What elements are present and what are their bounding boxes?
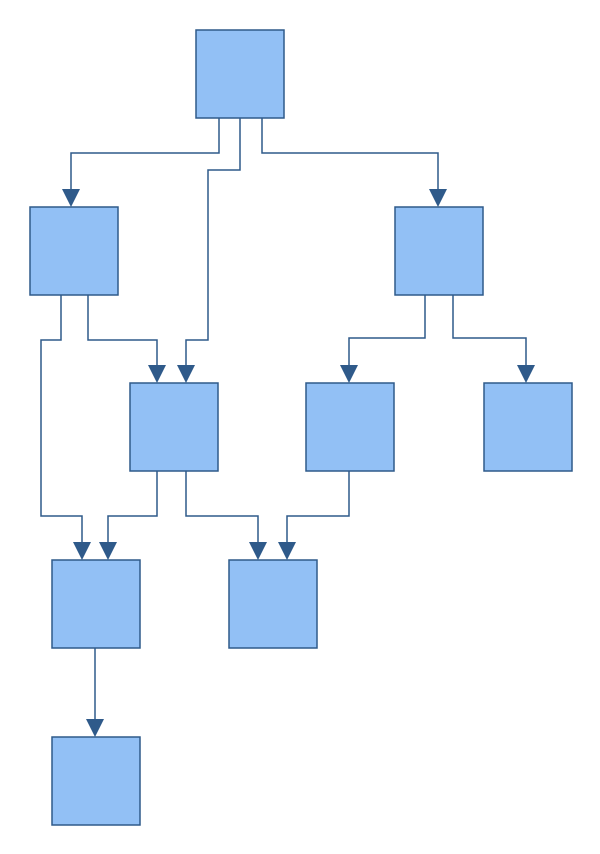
node-box-n8 xyxy=(228,559,318,649)
node-box-n6 xyxy=(483,382,573,472)
node-box-n3 xyxy=(394,206,484,296)
arrowhead-icon xyxy=(340,365,358,383)
edge-n2-n4 xyxy=(87,295,166,383)
node-box-n1 xyxy=(195,29,285,119)
arrowhead-icon xyxy=(99,542,117,560)
connector-line xyxy=(87,295,158,367)
node-box-n9 xyxy=(51,736,141,826)
edge-n7-n9 xyxy=(86,648,104,737)
connector-line xyxy=(40,295,83,544)
arrowhead-icon xyxy=(429,189,447,207)
edge-n2-n7 xyxy=(40,295,91,560)
connector-line xyxy=(70,118,220,191)
edge-n1-n2 xyxy=(62,118,220,207)
edge-n1-n3 xyxy=(261,118,447,207)
arrowhead-icon xyxy=(249,542,267,560)
arrowhead-icon xyxy=(177,365,195,383)
node-box-n5 xyxy=(305,382,395,472)
edges-layer xyxy=(40,118,535,737)
node-box-n4 xyxy=(129,382,219,472)
connector-line xyxy=(107,471,158,544)
connector-line xyxy=(452,295,527,367)
edge-n4-n8 xyxy=(185,471,267,560)
edge-n1-n4 xyxy=(177,118,241,383)
nodes-layer xyxy=(29,29,573,826)
arrowhead-icon xyxy=(73,542,91,560)
edge-n4-n7 xyxy=(99,471,158,560)
connector-line xyxy=(185,471,259,544)
connector-line xyxy=(348,295,426,367)
edge-n3-n6 xyxy=(452,295,535,383)
arrowhead-icon xyxy=(278,542,296,560)
connector-line xyxy=(286,471,350,544)
edge-n3-n5 xyxy=(340,295,426,383)
edge-n5-n8 xyxy=(278,471,350,560)
arrowhead-icon xyxy=(148,365,166,383)
connector-line xyxy=(261,118,439,191)
node-box-n7 xyxy=(51,559,141,649)
arrowhead-icon xyxy=(517,365,535,383)
arrowhead-icon xyxy=(86,719,104,737)
arrowhead-icon xyxy=(62,189,80,207)
connector-line xyxy=(185,118,241,367)
node-box-n2 xyxy=(29,206,119,296)
